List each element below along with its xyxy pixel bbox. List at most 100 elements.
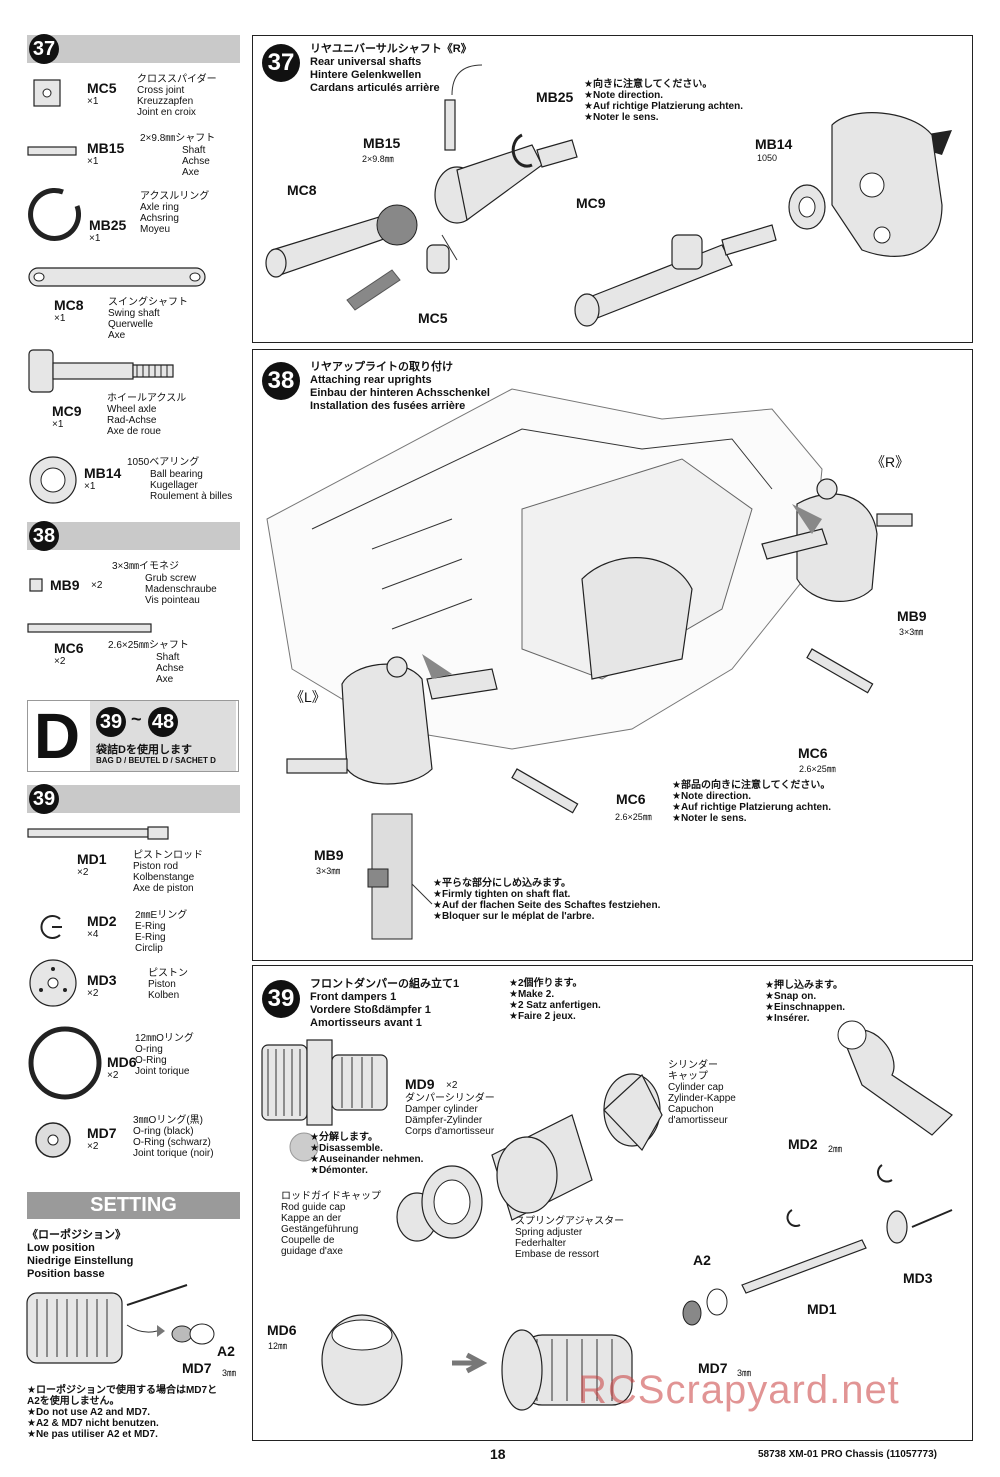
step-39-label-md6: MD6 — [267, 1322, 297, 1338]
step-38-label-mb9-left-size: 3×3㎜ — [316, 866, 341, 876]
step-39-label-md1: MD1 — [807, 1301, 837, 1317]
step-38-note-direction: ★部品の向きに注意してください。 ★Note direction. ★Auf r… — [672, 780, 831, 824]
step-37-label-mb14: MB14 — [755, 136, 793, 152]
step-39-label-md7-size: 3㎜ — [737, 1368, 752, 1378]
part-desc-mc6: Shaft Achse Axe — [156, 652, 184, 685]
cross-joint-icon — [33, 79, 61, 107]
part-desc-mb9: Grub screw Madenschraube Vis pointeau — [145, 573, 217, 606]
step-38-label-mb9-right-size: 3×3㎜ — [899, 627, 924, 637]
step-38-note-flat: ★平らな部分にしめ込みます。 ★Firmly tighten on shaft … — [433, 878, 661, 922]
step-38-badge: 38 — [29, 521, 59, 551]
step-39-snap-note: ★押し込みます。 ★Snap on. ★Einschnappen. ★Insér… — [765, 980, 846, 1024]
bag-d-letter: D — [33, 700, 81, 772]
part-qty-mc8: ×1 — [54, 313, 66, 324]
axle-ring-icon — [28, 187, 82, 241]
part-desc-mb25: アクスルリング Axle ring Achsring Moyeu — [140, 191, 210, 235]
step-37-label-mb14-size: 1050 — [757, 153, 778, 163]
watermark: RCScrapyard.net — [578, 1368, 900, 1412]
model-footer: 58738 XM-01 PRO Chassis (11057773) — [758, 1449, 937, 1460]
part-code-mc9: MC9 — [52, 403, 82, 419]
rear-universal-shaft-illustration — [265, 64, 952, 327]
part-spec-mb15: 2×9.8㎜シャフト — [140, 133, 216, 144]
ball-bearing-icon — [29, 456, 77, 504]
part-qty-md1: ×2 — [77, 867, 89, 878]
part-qty-md6: ×2 — [107, 1070, 119, 1081]
part-code-mc8: MC8 — [54, 297, 84, 313]
shaft-icon — [27, 146, 77, 156]
part-qty-mb25: ×1 — [89, 233, 101, 244]
step-39-label-md3: MD3 — [903, 1270, 933, 1286]
step-37-title: リヤユニバーサルシャフト《R》 Rear universal shafts Hi… — [310, 43, 472, 94]
page-number: 18 — [490, 1446, 506, 1462]
o-ring-icon — [28, 1026, 102, 1100]
step-37-bar — [27, 35, 240, 63]
step-39-label-a2: A2 — [693, 1252, 711, 1268]
step-38-badge-large: 38 — [262, 362, 300, 400]
part-spec-mb9: 3×3㎜イモネジ — [112, 561, 179, 572]
grub-screw-icon — [29, 578, 43, 592]
step-37-label-mb15: MB15 — [363, 135, 401, 151]
part-desc-md1: ピストンロッド Piston rod Kolbenstange Axe de p… — [133, 850, 203, 894]
part-desc-md7: 3㎜Oリング(黒) O-ring (black) O-Ring (schwarz… — [133, 1115, 214, 1159]
step-37-badge: 37 — [29, 34, 59, 64]
step-39-label-md6-size: 12㎜ — [268, 1341, 288, 1351]
bag-d-range-end-badge: 48 — [148, 707, 178, 737]
piston-icon — [29, 959, 77, 1007]
step-37-label-mb25: MB25 — [536, 89, 574, 105]
bag-d-jp: 袋詰Dを使用します — [96, 744, 192, 756]
step-39-title: フロントダンパーの組み立て1 Front dampers 1 Vordere S… — [310, 978, 460, 1029]
part-code-mc5: MC5 — [87, 80, 117, 96]
part-code-mb15: MB15 — [87, 140, 125, 156]
setting-md7-size: 3㎜ — [222, 1368, 237, 1378]
part-qty-md2: ×4 — [87, 929, 99, 940]
low-position-damper-illustration — [26, 1284, 215, 1364]
part-desc-mb14: Ball bearing Kugellager Roulement à bill… — [150, 469, 233, 502]
part-code-md3: MD3 — [87, 972, 117, 988]
shaft-icon — [27, 623, 152, 633]
step-38-label-mb9-left: MB9 — [314, 847, 344, 863]
rear-upright-chassis-illustration — [266, 388, 913, 940]
step-39-label-md9: MD9 — [405, 1076, 435, 1092]
step-37-note: ★向きに注意してください。 ★Note direction. ★Auf rich… — [584, 79, 743, 123]
step-39-label-md2-size: 2㎜ — [828, 1144, 843, 1154]
step-39-spring-adjuster-desc: スプリングアジャスター Spring adjuster Federhalter … — [515, 1216, 625, 1260]
part-code-mc6: MC6 — [54, 640, 84, 656]
part-desc-mc5: クロススパイダー Cross joint Kreuzzapfen Joint e… — [137, 74, 217, 118]
bag-d-range-start-badge: 39 — [96, 707, 126, 737]
step-38-label-mc6-right-size: 2.6×25㎜ — [799, 764, 836, 774]
part-qty-mb14: ×1 — [84, 481, 96, 492]
setting-note: ★ローポジションで使用する場合はMD7と A2を使用しません。 ★Do not … — [27, 1385, 218, 1440]
step-38-bar — [27, 522, 240, 550]
part-qty-mb9: ×2 — [91, 580, 103, 591]
setting-a2-label: A2 — [217, 1343, 235, 1359]
step-38-label-mc6-left-size: 2.6×25㎜ — [615, 812, 652, 822]
step-38-label-mc6-left: MC6 — [616, 791, 646, 807]
part-qty-mc6: ×2 — [54, 656, 66, 667]
step-39-bar — [27, 785, 240, 813]
part-code-md6: MD6 — [107, 1054, 137, 1070]
part-code-md7: MD7 — [87, 1125, 117, 1141]
part-desc-md2: 2㎜Eリング E-Ring E-Ring Circlip — [135, 910, 188, 954]
bag-d-box: D 39 ~ 48 袋詰Dを使用します BAG D / BEUTEL D / S… — [27, 700, 239, 772]
step-38-title: リヤアップライトの取り付け Attaching rear uprights Ei… — [310, 361, 490, 412]
step-38-label-mc6-right: MC6 — [798, 745, 828, 761]
part-qty-mc9: ×1 — [52, 419, 64, 430]
part-qty-mc5: ×1 — [87, 96, 99, 107]
part-code-mb14: MB14 — [84, 465, 122, 481]
setting-header: SETTING — [27, 1192, 240, 1219]
step-39-make-note: ★2個作ります。 ★Make 2. ★2 Satz anfertigen. ★F… — [509, 978, 601, 1022]
part-spec-mb14: 1050ベアリング — [127, 457, 200, 468]
part-desc-md3: ピストン Piston Kolben — [148, 968, 188, 1001]
step-37-badge-large: 37 — [262, 44, 300, 82]
part-qty-md7: ×2 — [87, 1141, 99, 1152]
step-39-badge-large: 39 — [262, 980, 300, 1018]
step-38-label-right: 《R》 — [871, 454, 910, 470]
part-desc-md6: 12㎜Oリング O-ring O-Ring Joint torique — [135, 1033, 194, 1077]
step-37-label-mc9: MC9 — [576, 195, 606, 211]
part-code-mb9: MB9 — [50, 577, 80, 593]
step-38-label-mb9-right: MB9 — [897, 608, 927, 624]
step-39-badge: 39 — [29, 784, 59, 814]
o-ring-black-icon — [35, 1122, 71, 1158]
part-desc-mc9: ホイールアクスル Wheel axle Rad-Achse Axe de rou… — [107, 393, 187, 437]
step-39-cylinder-cap-desc: シリンダー キャップ Cylinder cap Zylinder-Kappe C… — [668, 1060, 736, 1126]
